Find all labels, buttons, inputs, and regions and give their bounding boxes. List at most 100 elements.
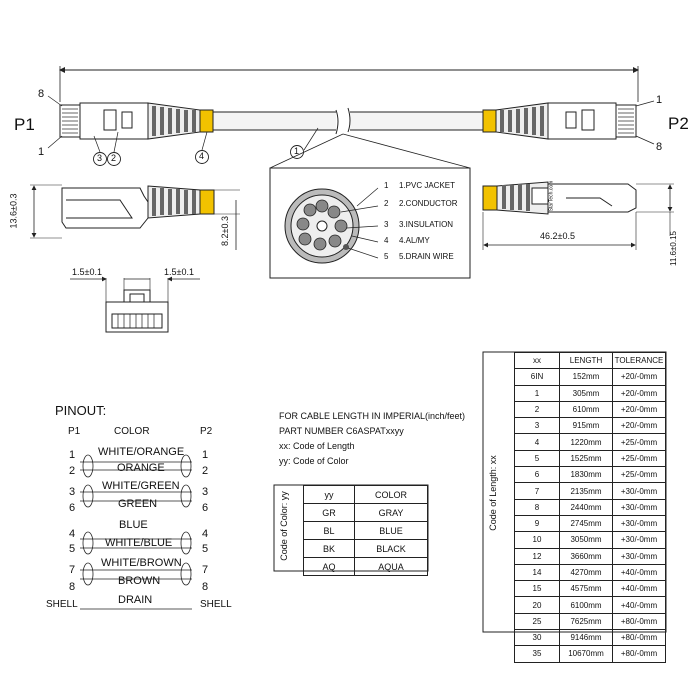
legend-label: 2.CONDUCTOR [399,199,458,208]
pin8-right-label: 8 [656,141,663,153]
legend-label: 1.PVC JACKET [399,181,456,190]
shell-right-label: SHELL [200,599,232,610]
table-cell: GRAY [354,503,428,522]
plug-front-view [70,276,200,333]
table-row: BL BLUE [303,521,428,540]
table-cell: 14 [514,563,560,582]
table-cell: 9146mm [559,629,613,647]
legend-num: 1 [384,181,389,190]
legend-num: 4 [384,236,389,245]
pin-color: WHITE/ORANGE [98,446,185,458]
table-cell: 25 [514,612,560,631]
table-cell: 12 [514,547,560,565]
dim-boot-length: 46.2±0.5 [540,231,575,241]
table-cell: +80/-0mm [612,645,666,663]
pin-right: 7 [202,564,209,576]
cable-body [212,107,484,135]
table-cell: +30/-0mm [612,498,666,516]
table-cell: +30/-0mm [612,531,666,549]
p1-label: P1 [14,115,35,134]
pin-color: BROWN [118,575,161,587]
dim-plug-height: 13.6±0.3 [8,193,19,229]
pin-right: 2 [202,465,209,477]
legend-num: 2 [384,199,389,208]
legend-num: 5 [384,252,389,261]
table-cell: 152mm [559,368,613,386]
note-line: yy: Code of Color [279,456,349,466]
cross-section [269,133,471,279]
drain-label: DRAIN [118,594,153,606]
legend-label: 4.AL/MY [399,236,430,245]
callout-4: 4 [199,151,205,161]
table-cell: 2135mm [559,482,613,500]
table-cell: 20 [514,596,560,614]
table-cell: BLACK [354,539,428,558]
table-cell: GR [303,503,355,522]
pin-left: 1 [69,449,76,461]
table-cell: +40/-0mm [612,580,666,598]
table-cell: 3050mm [559,531,613,549]
pin-right: 5 [202,543,209,555]
table-cell: 6 [514,466,560,484]
table-cell: 35 [514,645,560,663]
table-cell: +40/-0mm [612,563,666,582]
right-side-view [482,181,674,250]
note-line: PART NUMBER C6ASPATxxyy [279,426,404,436]
legend-num: 3 [384,220,389,229]
table-cell: +80/-0mm [612,612,666,631]
pin-left: 6 [69,502,76,514]
table-cell: 1220mm [559,433,613,451]
color-table-side-label: Code of Color: yy [278,491,289,561]
table-cell: 1830mm [559,466,613,484]
dim-overall-height: 11.6±0.15 [668,231,678,266]
table-cell: 10670mm [559,645,613,663]
table-cell: +20/-0mm [612,368,666,386]
boot-print-text: StarTech.com [548,180,555,212]
table-cell: 5 [514,449,560,468]
table-cell: +20/-0mm [612,384,666,402]
table-row: AQ AQUA [303,557,428,576]
right-connector [482,102,637,140]
left-connector [59,102,214,140]
pin-right: 6 [202,502,209,514]
pinout-header-color: COLOR [114,426,150,437]
table-cell: 1525mm [559,449,613,468]
pin-color: ORANGE [117,462,165,474]
table-cell: 4270mm [559,563,613,582]
table-cell: 6IN [514,368,560,386]
note-line: FOR CABLE LENGTH IN IMPERIAL(inch/feet) [279,411,466,421]
table-cell: 15 [514,580,560,598]
dim-tab-right: 1.5±0.1 [164,267,194,277]
table-cell: 4 [514,433,560,451]
table-cell: BK [303,539,355,558]
pinout-header-p1: P1 [68,426,81,437]
table-cell: 8 [514,498,560,516]
table-header-row: xx LENGTH TOLERANCE [514,351,666,370]
table-cell: +40/-0mm [612,596,666,614]
pin-left: 7 [69,564,76,576]
pin-color: WHITE/GREEN [102,480,180,492]
pin-right: 8 [202,581,209,593]
table-cell: 1 [514,384,560,402]
pin-left: 3 [69,486,76,498]
table-cell: 2440mm [559,498,613,516]
pin1-left-label: 1 [38,146,45,158]
table-cell: 610mm [559,400,613,419]
pinout-title: PINOUT: [55,403,107,418]
table-row: BK BLACK [303,539,428,558]
table-header: LENGTH [559,351,613,370]
table-header-row: yy COLOR [303,485,428,504]
table-cell: +20/-0mm [612,400,666,419]
